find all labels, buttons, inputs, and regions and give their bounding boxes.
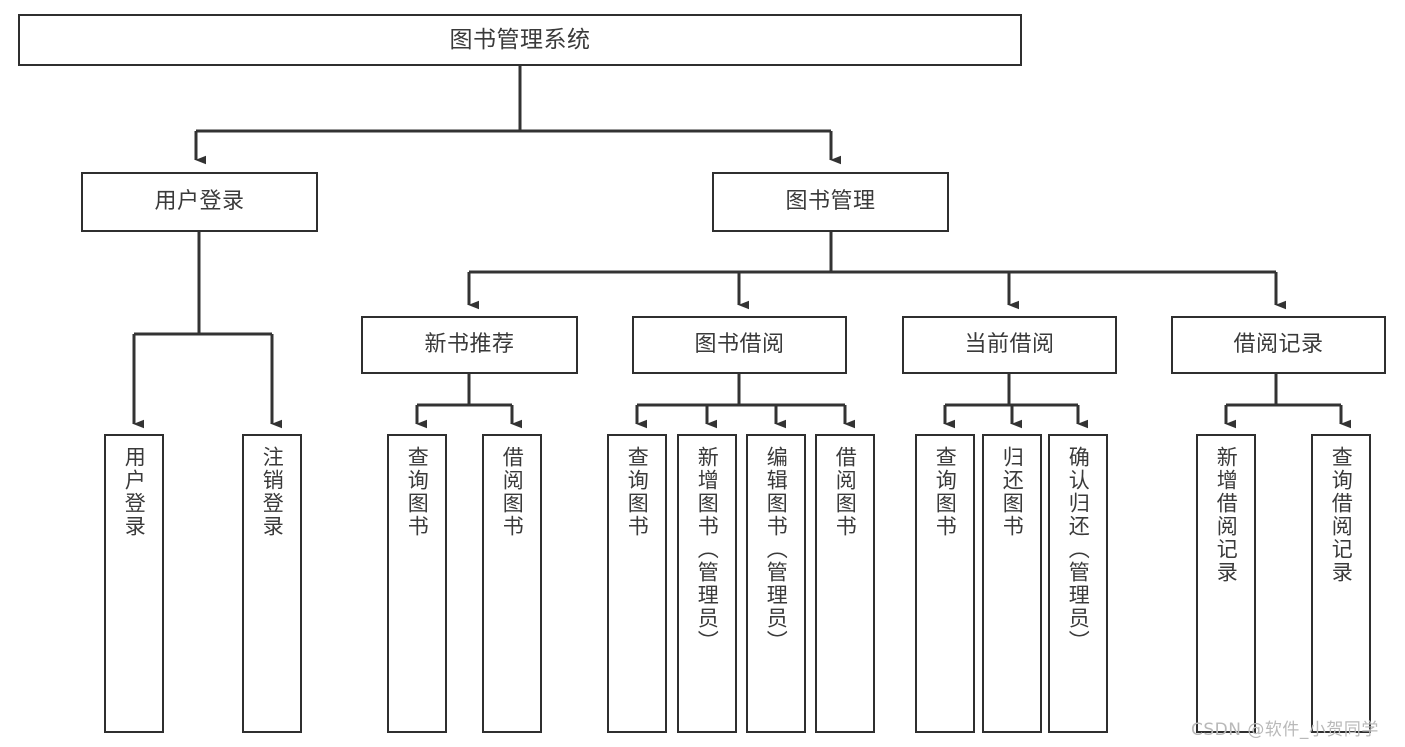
node-label: 图书管理系统 <box>449 26 591 53</box>
node-label: 注销登录 <box>260 446 285 538</box>
node-label: 查询图书 <box>933 446 958 538</box>
node-label: 借阅记录 <box>1233 332 1324 358</box>
node-user-login[interactable]: 用户登录 <box>81 172 318 232</box>
node-current-borrow[interactable]: 当前借阅 <box>902 316 1117 374</box>
node-leaf-return-book[interactable]: 归还图书 <box>982 434 1042 733</box>
node-label: 新书推荐 <box>424 332 515 358</box>
node-leaf-borrow-book-2[interactable]: 借阅图书 <box>815 434 875 733</box>
node-borrow-record[interactable]: 借阅记录 <box>1171 316 1386 374</box>
node-label: 归还图书 <box>1000 446 1025 538</box>
node-label: 用户登录 <box>154 189 245 215</box>
node-book-borrow[interactable]: 图书借阅 <box>632 316 847 374</box>
node-label: 编辑图书（管理员） <box>764 446 789 653</box>
node-leaf-user-login[interactable]: 用户登录 <box>104 434 164 733</box>
node-root-book-management-system[interactable]: 图书管理系统 <box>18 14 1022 66</box>
node-label: 查询图书 <box>625 446 650 538</box>
node-label: 查询借阅记录 <box>1329 446 1354 584</box>
node-leaf-borrow-book-1[interactable]: 借阅图书 <box>482 434 542 733</box>
node-leaf-add-record[interactable]: 新增借阅记录 <box>1196 434 1256 733</box>
node-label: 新增借阅记录 <box>1214 446 1239 584</box>
node-label: 图书借阅 <box>694 332 785 358</box>
node-label: 用户登录 <box>122 446 147 538</box>
node-leaf-query-record[interactable]: 查询借阅记录 <box>1311 434 1371 733</box>
node-label: 当前借阅 <box>964 332 1055 358</box>
node-label: 查询图书 <box>405 446 430 538</box>
node-book-manage[interactable]: 图书管理 <box>712 172 949 232</box>
node-leaf-edit-book[interactable]: 编辑图书（管理员） <box>746 434 806 733</box>
node-leaf-add-book[interactable]: 新增图书（管理员） <box>677 434 737 733</box>
node-label: 图书管理 <box>785 189 876 215</box>
node-leaf-query-book-1[interactable]: 查询图书 <box>387 434 447 733</box>
node-label: 确认归还（管理员） <box>1066 446 1091 653</box>
node-leaf-user-logout[interactable]: 注销登录 <box>242 434 302 733</box>
node-label: 借阅图书 <box>500 446 525 538</box>
node-label: 新增图书（管理员） <box>695 446 720 653</box>
node-leaf-query-book-2[interactable]: 查询图书 <box>607 434 667 733</box>
node-leaf-confirm-return[interactable]: 确认归还（管理员） <box>1048 434 1108 733</box>
node-leaf-query-book-3[interactable]: 查询图书 <box>915 434 975 733</box>
node-label: 借阅图书 <box>833 446 858 538</box>
node-new-book-recommend[interactable]: 新书推荐 <box>361 316 578 374</box>
csdn-watermark: CSDN @软件_小贺同学 <box>1191 720 1379 740</box>
